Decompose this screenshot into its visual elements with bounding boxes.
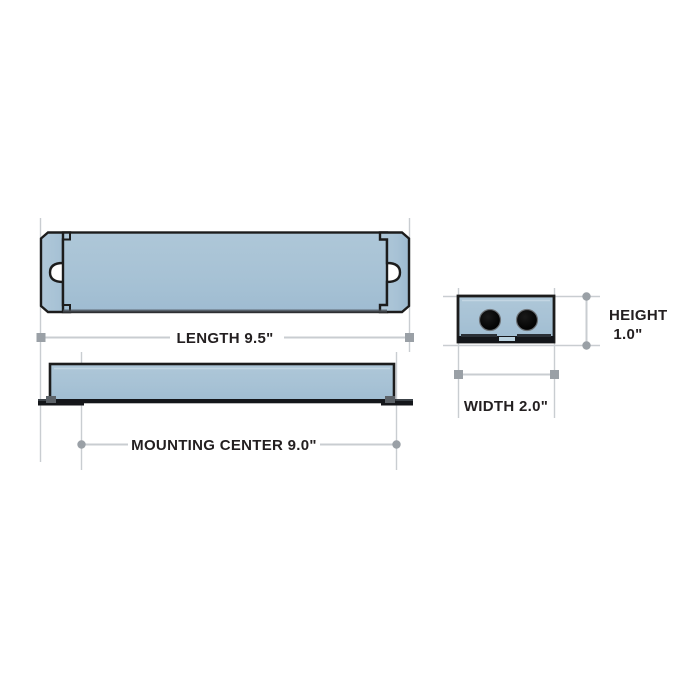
dimension-mounting-center: MOUNTING CENTER 9.0" <box>77 437 401 454</box>
height-label-line1: HEIGHT <box>609 307 667 324</box>
dimension-height: HEIGHT 1.0" <box>582 292 667 350</box>
top-view-body <box>61 231 389 314</box>
side-view-flange-right-top <box>381 399 413 401</box>
top-view-right-bracket <box>378 231 411 314</box>
end-view-hole-left <box>478 308 502 332</box>
dimension-length-grip-right[interactable] <box>405 333 414 342</box>
side-view-base-strip <box>50 399 394 403</box>
notch-top-left <box>63 232 71 241</box>
dimension-height-grip-bottom[interactable] <box>582 341 591 350</box>
dimension-mc-grip-left[interactable] <box>77 440 86 449</box>
top-view <box>39 231 411 314</box>
dimension-width-grip-left[interactable] <box>454 370 463 379</box>
length-label: LENGTH 9.5" <box>176 330 273 347</box>
side-view-tab-left <box>46 396 56 403</box>
height-label-line2: 1.0" <box>613 326 642 343</box>
end-view-base-inner-right <box>517 334 551 337</box>
dimension-mc-grip-right[interactable] <box>392 440 401 449</box>
dimension-width: WIDTH 2.0" <box>454 370 559 415</box>
dimension-length-grip-left[interactable] <box>36 333 46 342</box>
dimension-height-grip-top[interactable] <box>582 292 591 301</box>
width-label: WIDTH 2.0" <box>464 398 548 415</box>
end-view-base-inner-left <box>461 334 497 337</box>
top-view-bottom-edge <box>63 309 387 313</box>
end-view-hole-right <box>515 308 539 332</box>
end-view-base-notch <box>499 337 515 341</box>
side-view-body <box>48 362 396 404</box>
side-view <box>38 362 413 406</box>
side-view-tab-right <box>385 396 395 403</box>
notch-top-right <box>379 232 387 241</box>
dimension-width-grip-right[interactable] <box>550 370 559 379</box>
mounting-center-label: MOUNTING CENTER 9.0" <box>131 437 317 454</box>
dimension-length: LENGTH 9.5" <box>36 330 414 347</box>
side-view-flange-right <box>381 400 413 406</box>
end-view <box>456 294 556 344</box>
